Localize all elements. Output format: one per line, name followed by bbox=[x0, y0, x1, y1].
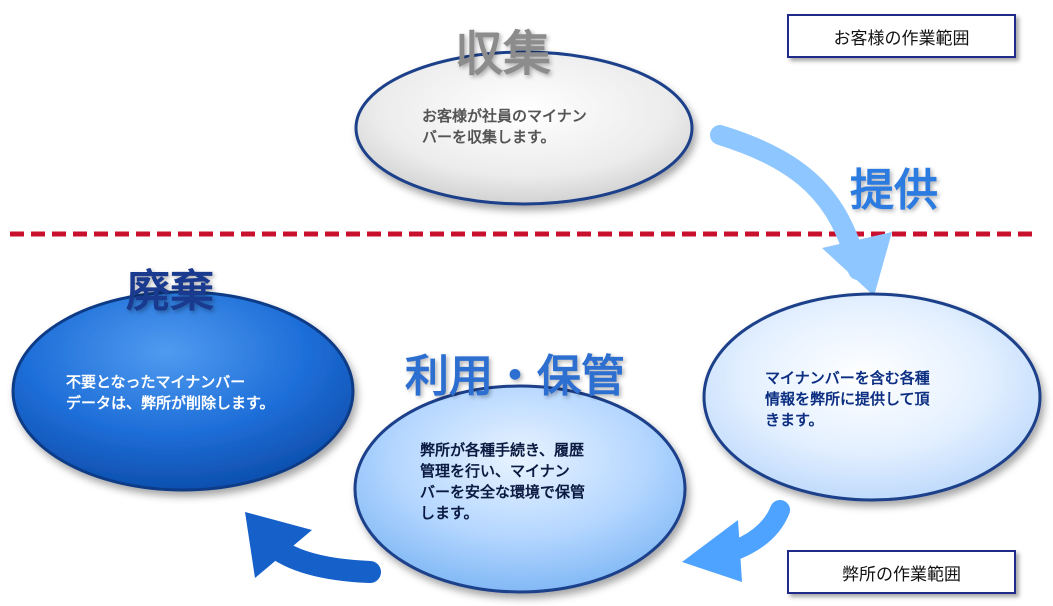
customer-scope-label: お客様の作業範囲 bbox=[787, 14, 1016, 58]
bubble-provide bbox=[702, 292, 1042, 502]
stage-title-dispose: 廃棄 bbox=[126, 266, 214, 317]
bubble-use-store bbox=[353, 384, 687, 594]
stage-text-collect: お客様が社員のマイナン バーを収集します。 bbox=[422, 106, 587, 148]
stage-title-collect: 収集 bbox=[455, 26, 552, 82]
stage-text-use-store: 弊所が各種手続き、履歴 管理を行い、マイナン バーを安全な環境で保管 します。 bbox=[420, 440, 585, 524]
stage-text-line: きます。 bbox=[765, 411, 824, 429]
stage-title-provide: 提供 bbox=[850, 165, 938, 216]
stage-text-line: お客様が社員のマイナン bbox=[422, 107, 587, 125]
stage-text-line: 管理を行い、マイナン bbox=[420, 462, 570, 480]
bubble-collect bbox=[354, 50, 694, 206]
arrow-use-to-dispose bbox=[245, 512, 381, 583]
stage-text-line: データは、弊所が削除します。 bbox=[66, 394, 275, 412]
stage-text-line: 弊所が各種手続き、履歴 bbox=[420, 441, 584, 459]
arrow-collect-to-provide bbox=[710, 125, 892, 296]
stage-text-line: バーを安全な環境で保管 bbox=[420, 483, 586, 501]
arrow-provide-to-use bbox=[682, 500, 790, 582]
stage-text-line: マイナンバーを含む各種 bbox=[765, 369, 930, 387]
stage-text-line: 不要となったマイナンバー bbox=[66, 373, 246, 391]
stage-text-line: します。 bbox=[420, 504, 479, 522]
stage-text-provide: マイナンバーを含む各種 情報を弊所に提供して頂 きます。 bbox=[765, 368, 930, 431]
stage-title-use-store: 利用・保管 bbox=[405, 351, 625, 402]
stage-text-line: バーを収集します。 bbox=[422, 128, 556, 146]
bubble-dispose bbox=[11, 290, 355, 492]
stage-text-line: 情報を弊所に提供して頂 bbox=[765, 390, 930, 408]
stage-text-dispose: 不要となったマイナンバー データは、弊所が削除します。 bbox=[66, 372, 275, 414]
company-scope-label: 弊所の作業範囲 bbox=[787, 550, 1016, 594]
